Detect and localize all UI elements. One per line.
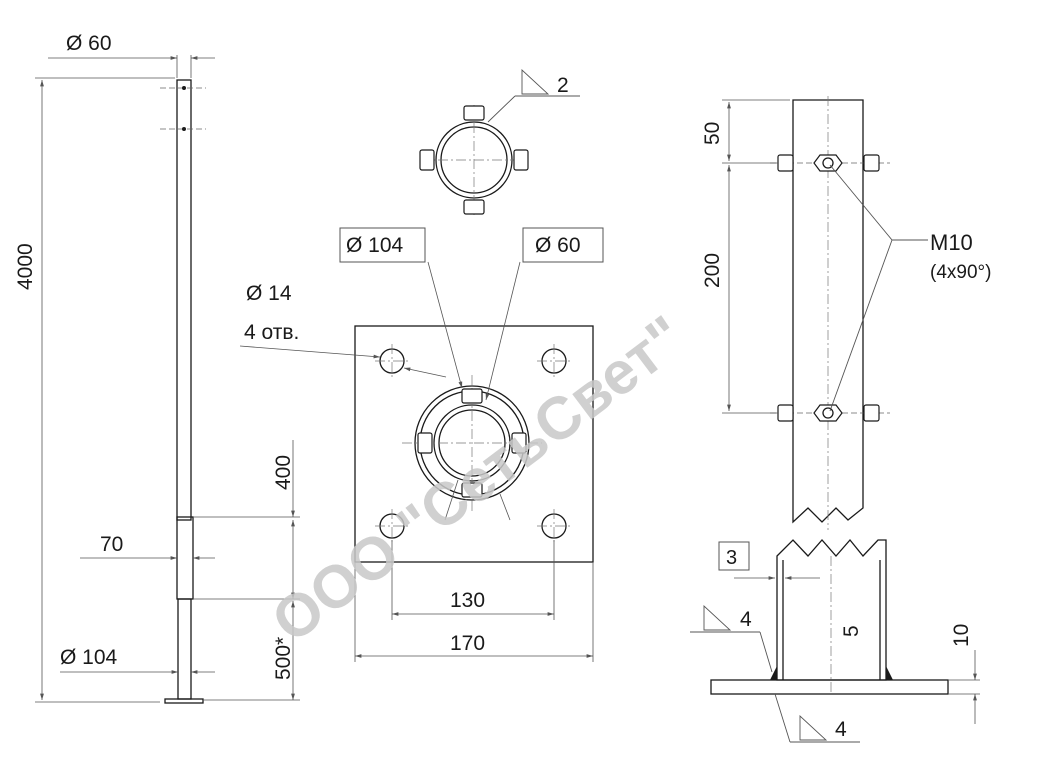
dim-d104-box: Ø 104 <box>346 234 404 257</box>
dim-w170: 170 <box>450 632 485 655</box>
dim-h4000: 4000 <box>14 243 37 290</box>
base-weld-detail-view: 3 4 4 5 10 <box>690 538 980 743</box>
dim-d60-box: Ø 60 <box>535 234 581 257</box>
bolt-spec-label: (4x90°) <box>930 262 991 283</box>
dim-5: 5 <box>840 625 863 637</box>
dim-50: 50 <box>701 122 724 145</box>
bolt-detail-view: 50 200 M10 (4x90°) <box>701 96 991 530</box>
pole-elevation-view: Ø 60 4000 Ø 104 70 400 500* <box>14 32 300 704</box>
box-3-label: 3 <box>726 547 737 569</box>
dim-d60-top: Ø 60 <box>66 32 112 55</box>
base-plate-plan-view: Ø 104 Ø 60 Ø 14 4 отв. 130 170 <box>239 227 604 662</box>
dim-h500: 500* <box>272 637 295 680</box>
dim-w130: 130 <box>450 589 485 612</box>
bolt-size-label: M10 <box>930 230 973 255</box>
tube-section-view: 2 <box>419 68 580 215</box>
weld-4-bottom-label: 4 <box>835 718 847 741</box>
dim-w70: 70 <box>100 533 123 556</box>
dim-200: 200 <box>701 253 724 288</box>
weld-4-top-label: 4 <box>740 608 752 631</box>
dim-hole-d14: Ø 14 <box>246 282 292 305</box>
weld-2-label: 2 <box>557 74 569 97</box>
dim-d104-left: Ø 104 <box>60 646 118 669</box>
dim-10: 10 <box>950 624 973 647</box>
dim-h400: 400 <box>272 455 295 490</box>
hole-count-label: 4 отв. <box>244 321 299 344</box>
